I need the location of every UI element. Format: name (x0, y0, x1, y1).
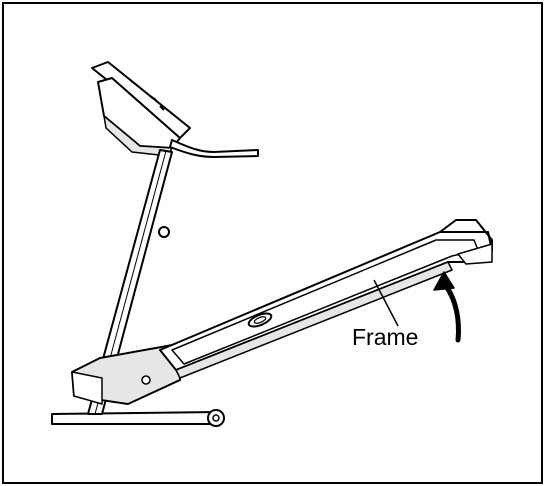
motor-hood-front (71, 371, 103, 405)
curved-up-arrow-icon (433, 271, 461, 343)
upright-post (87, 149, 173, 415)
rear-end-cap (439, 219, 493, 251)
deck-side-rail (175, 261, 453, 379)
pivot-bolt (141, 375, 151, 385)
base-wheel-hub (212, 414, 220, 422)
deck-belt (171, 239, 479, 365)
post-knob (158, 226, 170, 238)
rear-foot (457, 243, 493, 265)
deck-emblem-inner (253, 316, 267, 324)
handlebar (169, 139, 259, 158)
console-button (159, 105, 165, 111)
frame-callout-line (373, 279, 399, 327)
base-foot (51, 411, 219, 425)
frame-label: Frame (352, 324, 419, 350)
console-button (149, 95, 157, 101)
